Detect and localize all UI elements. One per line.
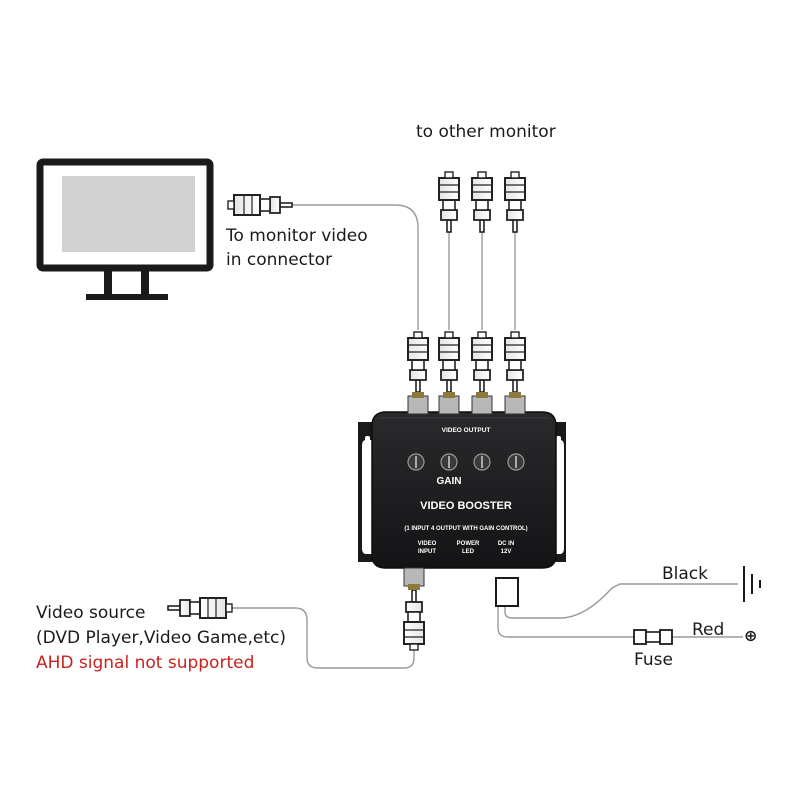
output-jacks: [407, 392, 526, 415]
label-video-source-line2: (DVD Player,Video Game,etc): [36, 628, 287, 648]
device-dc-in-label-1: DC IN: [498, 541, 514, 547]
device-power-led-label-1: POWER: [457, 541, 480, 547]
fuse-icon: [633, 629, 673, 645]
rca-plug-top-1: [438, 171, 460, 233]
label-video-source-line1: Video source: [36, 603, 146, 623]
ground-icon: [743, 566, 761, 602]
label-to-monitor-line2: in connector: [226, 250, 333, 270]
wire-red-to-fuse: [497, 606, 634, 638]
video-booster-device: VIDEO OUTPUT GAIN VIDEO BOOSTER (1 INPUT…: [358, 392, 566, 590]
device-video-output-label: VIDEO OUTPUT: [442, 427, 491, 434]
device-title: VIDEO BOOSTER: [420, 500, 512, 512]
label-to-monitor-line1: To monitor video: [226, 226, 368, 246]
rca-plug-monitor: [227, 194, 293, 216]
wire-black: [504, 583, 738, 619]
rca-plug-input: [403, 589, 425, 651]
rca-plug-output-3: [471, 331, 493, 393]
rca-plug-output-1: [407, 331, 429, 393]
gain-knobs: [407, 453, 525, 471]
input-jack: [403, 567, 425, 590]
dc-connector: [495, 577, 519, 607]
monitor-icon: [36, 158, 214, 300]
rca-plug-output-4: [504, 331, 526, 393]
positive-terminal-icon: ⊕: [744, 626, 758, 645]
rca-plug-video-source: [167, 597, 233, 619]
wire-video-source: [232, 607, 415, 669]
rca-plug-output-2: [438, 331, 460, 393]
device-subtitle: (1 INPUT 4 OUTPUT WITH GAIN CONTROL): [404, 526, 527, 532]
device-dc-in-label-2: 12V: [501, 549, 512, 555]
label-red: Red: [692, 620, 725, 640]
label-ahd-warning: AHD signal not supported: [36, 653, 255, 673]
label-fuse: Fuse: [634, 650, 673, 670]
rca-plug-top-3: [504, 171, 526, 233]
device-video-input-label-1: VIDEO: [418, 541, 437, 547]
device-power-led-label-2: LED: [462, 549, 475, 555]
rca-plug-top-2: [471, 171, 493, 233]
device-gain-label: GAIN: [437, 476, 462, 487]
device-video-input-label-2: INPUT: [418, 549, 436, 555]
wire-to-monitor: [292, 204, 419, 330]
wires: [232, 204, 743, 669]
label-black: Black: [662, 564, 708, 584]
label-to-other-monitor: to other monitor: [416, 122, 556, 142]
